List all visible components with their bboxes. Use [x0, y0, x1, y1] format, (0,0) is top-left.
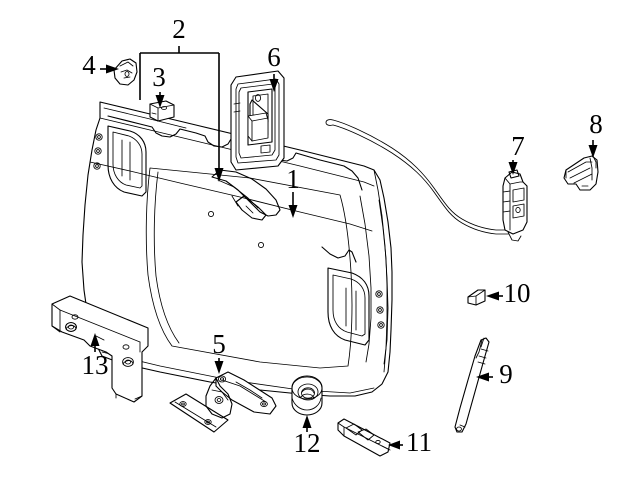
part-wedge-stop[interactable] [467, 289, 486, 306]
callout-label-8: 8 [589, 109, 603, 139]
callout-label-11: 11 [406, 427, 432, 457]
callout-label-6: 6 [267, 42, 281, 72]
part-striker-bracket[interactable] [563, 155, 599, 191]
callout-label-13: 13 [82, 350, 109, 380]
leader-7 [508, 160, 518, 175]
leader-10 [486, 291, 503, 301]
part-corner-bracket[interactable] [113, 58, 138, 86]
leader-8 [588, 140, 598, 158]
callout-label-3: 3 [152, 62, 166, 92]
leader-11 [388, 440, 403, 450]
leader-2 [139, 46, 224, 182]
leader-12 [302, 415, 312, 432]
leader-3 [155, 92, 165, 108]
leader-5 [214, 358, 224, 374]
part-handle-bezel[interactable] [230, 70, 285, 171]
callout-label-5: 5 [212, 329, 226, 359]
callout-label-4: 4 [82, 50, 96, 80]
part-license-plate-bracket[interactable] [51, 295, 149, 403]
leader-1 [288, 192, 298, 218]
part-tailgate-panel[interactable] [81, 101, 393, 397]
part-grommet[interactable] [291, 375, 323, 416]
leader-9 [476, 372, 493, 382]
callout-label-2: 2 [172, 14, 186, 44]
leader-13 [90, 333, 100, 352]
callout-label-1: 1 [286, 164, 300, 194]
part-latch-strip[interactable] [337, 418, 391, 457]
part-hinge-assembly[interactable] [169, 371, 277, 433]
leader-6 [269, 74, 279, 92]
leader-4 [100, 64, 119, 74]
part-bumper-stop[interactable] [149, 100, 175, 122]
part-lock-actuator-cable[interactable] [325, 119, 528, 242]
callout-label-10: 10 [504, 278, 531, 308]
callout-label-9: 9 [499, 359, 513, 389]
part-gas-strut[interactable] [454, 337, 490, 433]
callout-label-12: 12 [294, 428, 321, 458]
callout-label-7: 7 [511, 131, 525, 161]
